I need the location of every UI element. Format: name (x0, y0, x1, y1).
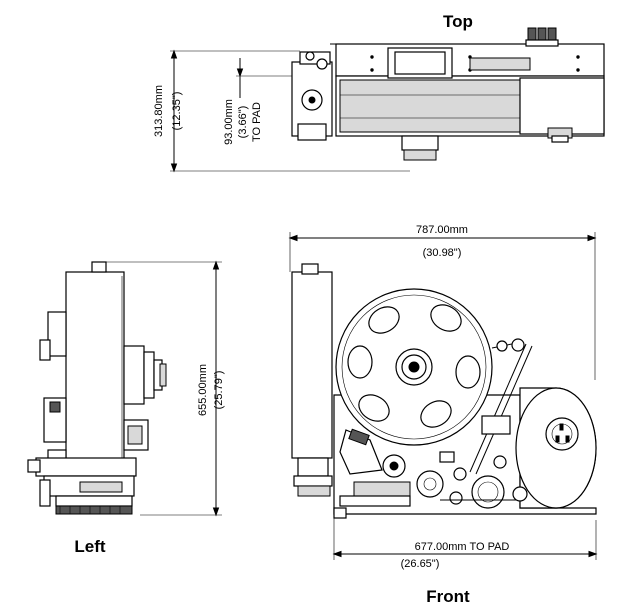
front-width-mm: 787.00mm (416, 224, 468, 236)
front-width-in: (30.98") (423, 247, 462, 259)
front-view: Front 787.00mm (30.98") 677.00mm TO PAD … (288, 224, 598, 606)
to-pad-mm: 93.00mm (223, 99, 235, 145)
top-view: Top 313.80mm (12.35") 93.00mm (3.66") TO… (153, 12, 605, 173)
left-height-mm: 655.00mm (197, 364, 209, 416)
to-pad-in: (3.66") (237, 106, 249, 139)
top-height-mm: 313.80mm (153, 85, 165, 137)
top-height-in: (12.35") (171, 92, 183, 131)
left-view: Left 655.00mm (25.79") (27, 260, 225, 556)
to-pad-label: TO PAD (251, 102, 263, 142)
front-left-column (291, 271, 333, 459)
top-view-title: Top (443, 12, 473, 31)
left-height-in: (25.79") (213, 371, 225, 410)
front-view-title: Front (426, 587, 470, 606)
front-pad-in: (26.65") (401, 558, 440, 570)
front-pad-mm: 677.00mm TO PAD (415, 541, 510, 553)
left-main-column (65, 271, 125, 463)
left-view-title: Left (74, 537, 106, 556)
